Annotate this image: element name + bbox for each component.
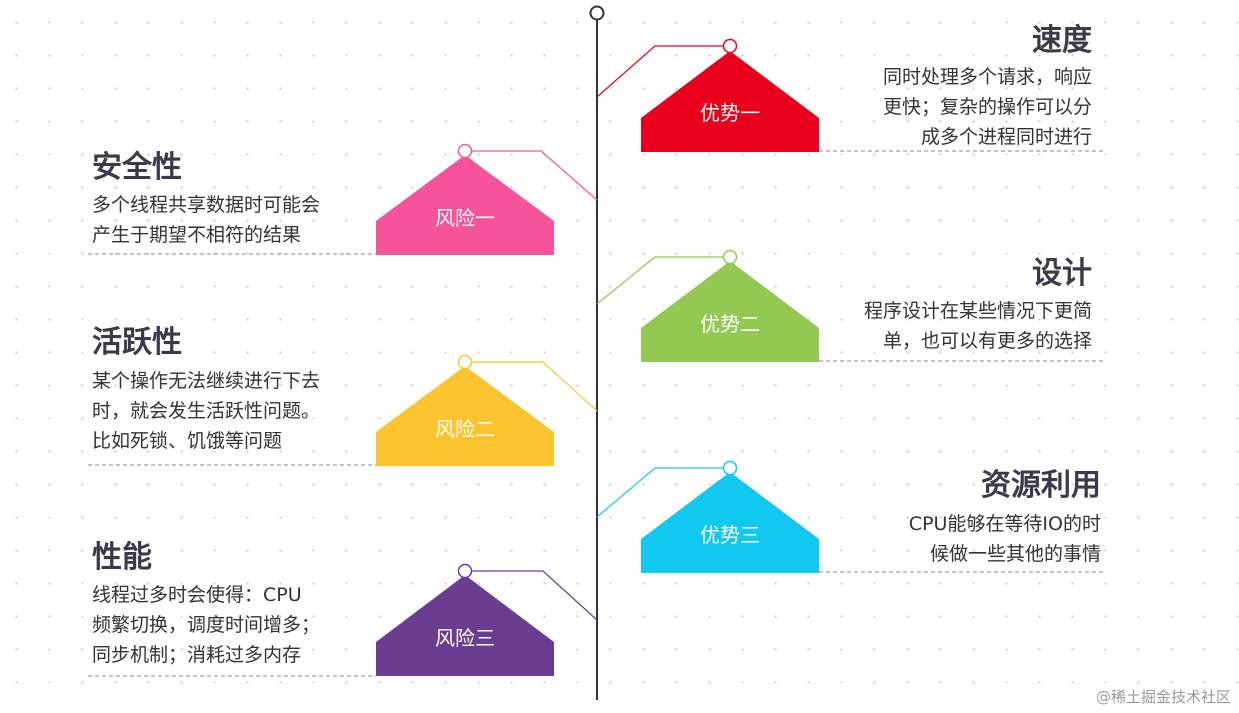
- risk-3-badge-label: 风险三: [435, 626, 495, 650]
- advantage-3-badge-label: 优势三: [700, 523, 760, 547]
- risk-2-connector: [471, 361, 598, 412]
- risk-3-node: 风险三: [88, 563, 598, 677]
- risk-2-title: 活跃性: [92, 325, 182, 360]
- risk-3-connector: [471, 570, 598, 621]
- risk-1-badge-shape: [376, 155, 554, 255]
- advantage-3-badge-shape: [641, 472, 819, 573]
- risk-1-title: 安全性: [92, 150, 182, 185]
- watermark: @稀土掘金技术社区: [1095, 688, 1231, 706]
- advantage-3-title: 资源利用: [981, 468, 1101, 503]
- advantage-2-badge-label: 优势二: [700, 312, 760, 336]
- advantage-2-description: 程序设计在某些情况下更简 单，也可以有更多的选择: [863, 300, 1092, 352]
- risk-3-badge-shape: [376, 575, 554, 676]
- advantage-3-connector: [596, 467, 723, 518]
- advantage-2-anchor-dot: [722, 249, 738, 265]
- advantage-2-badge-shape: [641, 261, 819, 362]
- risk-3-title: 性能: [92, 540, 152, 575]
- advantage-1-connector: [596, 45, 723, 98]
- advantage-3-description: CPU能够在等待IO的时 候做一些其他的事情: [908, 513, 1101, 565]
- risk-1-anchor-dot: [457, 143, 473, 159]
- risk-2-anchor-dot: [457, 354, 473, 370]
- timeline-start-node: [589, 5, 605, 21]
- risk-3-anchor-dot: [457, 563, 473, 579]
- advantage-1-title: 速度: [1032, 23, 1092, 58]
- risk-1-node: 风险一: [88, 143, 598, 255]
- risk-2-node: 风险二: [88, 354, 598, 466]
- risk-1-description: 多个线程共享数据时可能会 产生于期望不相符的结果: [92, 194, 321, 246]
- risk-2-description: 某个操作无法继续进行下去 时，就会发生活跃性问题。 比如死锁、饥饿等问题: [92, 370, 321, 452]
- advantage-1-anchor-dot: [722, 38, 738, 54]
- risk-2-badge-label: 风险二: [435, 417, 495, 441]
- risk-2-badge-shape: [376, 366, 554, 466]
- risk-3-description: 线程过多时会使得：CPU 频繁切换，调度时间增多； 同步机制；消耗过多内存: [92, 584, 321, 666]
- advantage-3-node: 优势三: [596, 460, 1105, 573]
- advantage-1-description: 同时处理多个请求，响应 更快；复杂的操作可以分 成多个进程同时进行: [882, 66, 1092, 148]
- advantage-1-badge-label: 优势一: [700, 101, 760, 125]
- advantage-2-node: 优势二: [596, 249, 1105, 362]
- advantage-1-badge-shape: [641, 51, 819, 152]
- risk-1-connector: [471, 150, 598, 201]
- advantage-1-node: 优势一: [596, 38, 1105, 152]
- risk-1-badge-label: 风险一: [435, 206, 495, 230]
- advantage-2-connector: [596, 256, 723, 305]
- advantage-2-title: 设计: [1032, 256, 1092, 291]
- advantage-3-anchor-dot: [722, 460, 738, 476]
